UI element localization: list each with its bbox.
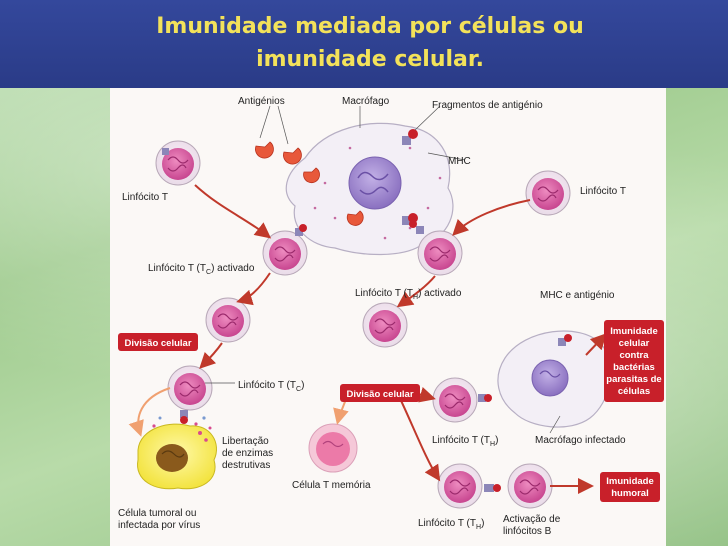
label-antigenios: Antigénios — [238, 96, 285, 107]
label-th-lower: Linfócito T (TH) — [418, 518, 484, 531]
lymphocyte-t-right — [525, 170, 571, 216]
box-divisao-celular-center-text: Divisão celular — [346, 389, 413, 400]
mhc-receptors — [402, 129, 418, 225]
label-activacao-1: Activação de — [503, 514, 561, 525]
box-imunidade-celular-line-4: bactérias — [613, 362, 655, 373]
slide-title: Imunidade mediada por células ou imunida… — [60, 10, 680, 76]
immunity-diagram: Antigénios Macrófago Fragmentos de antig… — [118, 96, 664, 537]
lymphocyte-tc-activated — [262, 224, 308, 276]
label-th-upper: Linfócito T (TH) — [432, 435, 498, 448]
label-libertacao-3: destrutivas — [222, 460, 270, 471]
tumor-cell — [137, 416, 217, 490]
label-linfocito-t-right: Linfócito T — [580, 186, 626, 197]
lymphocyte-th-upper — [432, 377, 492, 423]
box-imunidade-celular-line-3: contra — [619, 350, 649, 361]
slide-title-line-2: imunidade celular. — [256, 47, 484, 72]
box-divisao-celular-left-text: Divisão celular — [124, 338, 191, 349]
label-libertacao-1: Libertação — [222, 436, 269, 447]
diagram-figure: Antigénios Macrófago Fragmentos de antig… — [110, 88, 666, 546]
box-imunidade-celular-line-5: parasitas de — [606, 374, 661, 385]
lymphocyte-th-lower — [437, 463, 483, 509]
box-imunidade-celular-line-2: celular — [619, 338, 650, 349]
box-divisao-celular-center: Divisão celular — [340, 384, 420, 402]
label-th-activado: Linfócito T (TH) activado — [355, 288, 462, 301]
box-imunidade-celular-line-1: Imunidade — [610, 326, 658, 337]
box-imunidade-humoral-line-2: humoral — [611, 488, 648, 499]
box-imunidade-celular-line-6: células — [618, 386, 650, 397]
memory-t-cell — [308, 423, 358, 473]
box-imunidade-humoral: Imunidade humoral — [600, 472, 660, 502]
slide-title-line-1: Imunidade mediada por células ou — [156, 14, 584, 39]
label-activacao-2: linfócitos B — [503, 526, 552, 537]
box-imunidade-humoral-line-1: Imunidade — [606, 476, 654, 487]
lymphocyte-tc — [167, 365, 213, 424]
label-celula-memoria: Célula T memória — [292, 480, 371, 491]
antigens — [255, 141, 364, 226]
box-divisao-celular-left: Divisão celular — [118, 333, 198, 351]
lymphocyte-t-left — [155, 140, 201, 186]
label-mhc-antigenio: MHC e antigénio — [540, 290, 615, 301]
label-linfocito-t-left: Linfócito T — [122, 192, 168, 203]
label-fragmentos: Fragmentos de antigénio — [432, 100, 543, 111]
label-mhc: MHC — [448, 156, 471, 167]
label-celula-tumoral-1: Célula tumoral ou — [118, 508, 196, 519]
label-macrofago-infectado: Macrófago infectado — [535, 435, 626, 446]
title-banner: Imunidade mediada por células ou imunida… — [0, 0, 728, 88]
label-macrofago: Macrófago — [342, 96, 390, 107]
label-celula-tumoral-2: infectada por vírus — [118, 520, 200, 531]
lymphocyte-th-activated — [409, 220, 463, 276]
label-libertacao-2: de enzimas — [222, 448, 273, 459]
box-imunidade-celular: Imunidade celular contra bactérias paras… — [604, 320, 664, 402]
infected-macrophage — [497, 330, 612, 428]
lymphocyte-dividing-left — [205, 297, 251, 343]
b-lymphocyte — [484, 463, 553, 509]
leader-lines — [205, 105, 561, 434]
label-tc: Linfócito T (TC) — [238, 380, 304, 393]
label-tc-activado: Linfócito T (TC) activado — [148, 263, 255, 276]
lymphocyte-dividing-center — [362, 302, 408, 348]
